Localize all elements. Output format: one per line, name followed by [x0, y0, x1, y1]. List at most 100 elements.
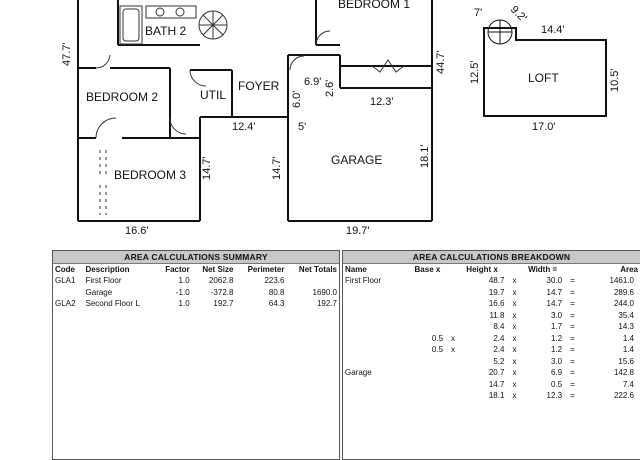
dim-5: 5' [298, 121, 306, 133]
table-cell: 2062.8 [208, 276, 234, 286]
table-cell: = [570, 379, 575, 389]
table-cell: x [451, 345, 456, 355]
table-cell: 8.4 [493, 322, 505, 332]
table-cell: x [512, 276, 517, 286]
table-cell: x [512, 368, 517, 378]
room-label-bedroom3: BEDROOM 3 [114, 168, 186, 182]
table-cell: 20.7 [488, 368, 505, 378]
room-label-bedroom2: BEDROOM 2 [86, 90, 158, 104]
table-cell: 16.6 [488, 299, 505, 309]
dim-14-7-b: 14.7' [271, 156, 283, 180]
table-cell: 19.7 [488, 287, 505, 297]
dim-14-7-a: 14.7' [201, 156, 213, 180]
table-cell: 64.3 [268, 299, 285, 309]
dim-19-7: 19.7' [346, 225, 370, 237]
dim-right-height: 44.7' [435, 50, 447, 74]
table-cell: 192.7 [316, 299, 337, 309]
table-cell [449, 367, 464, 379]
table-cell: x [512, 322, 517, 332]
table-cell: 30.0 [546, 276, 563, 286]
column-header: Factor [165, 265, 190, 274]
table-cell: 12.3 [546, 391, 563, 401]
table-cell: 14.7 [546, 287, 563, 297]
table-cell: 11.8 [489, 310, 505, 320]
table-cell: 2.4 [493, 345, 505, 355]
dim-12-3: 12.3' [370, 96, 394, 108]
table-cell: 1.2 [550, 345, 563, 355]
table-cell [413, 310, 450, 322]
table-cell: First Floor [345, 276, 381, 286]
table-cell: 7.4 [622, 379, 634, 389]
area-breakdown-table: Name Base x Height x Width = Area First … [343, 264, 640, 402]
table-cell: 14.7 [488, 379, 505, 389]
table-cell [343, 379, 413, 391]
table-cell: -1.0 [175, 287, 190, 297]
table-cell: Second Floor L [85, 299, 140, 309]
table-cell: 1461.0 [609, 276, 634, 286]
table-cell: 222.6 [613, 391, 634, 401]
table-cell: 1690.0 [312, 287, 337, 297]
table-cell: 35.4 [618, 310, 634, 320]
table-cell: 14.7 [546, 299, 563, 309]
column-header: Height x [466, 265, 498, 274]
table-cell [449, 379, 464, 391]
table-row: 19.7 x 14.7 = 289.6 [343, 287, 640, 299]
table-cell: x [512, 356, 517, 366]
dimension-labels: 47.7' 44.7' 6.9' 2.6' 6.0' 12.3' 12.4' 5… [61, 4, 621, 237]
table-cell: 5.2 [493, 356, 505, 366]
dim-18-1: 18.1' [419, 144, 431, 168]
walls [77, 0, 433, 222]
area-summary-table: Code Description Factor Net Size Perimet… [53, 264, 339, 310]
table-cell: 3.0 [550, 356, 563, 366]
table-cell [286, 275, 339, 287]
table-cell: 6.9 [550, 368, 563, 378]
dim-loft-14-4: 14.4' [541, 24, 565, 36]
dim-loft-7: 7' [474, 7, 482, 19]
table-cell: -372.8 [210, 287, 234, 297]
room-labels: BEDROOM 1 BATH 2 BEDROOM 2 UTIL FOYER BE… [86, 0, 559, 182]
table-cell: 0.5 [431, 345, 444, 355]
table-cell [449, 275, 464, 287]
table-cell: = [570, 299, 575, 309]
table-cell: = [570, 310, 575, 320]
table-cell: = [570, 356, 575, 366]
table-cell: 48.7 [488, 276, 505, 286]
table-cell [343, 287, 413, 299]
dim-2-6: 2.6' [324, 80, 336, 97]
table-cell [53, 287, 84, 299]
table-cell: 289.6 [613, 287, 634, 297]
table-cell: x [512, 299, 517, 309]
area-summary-panel: AREA CALCULATIONS SUMMARY Code Descripti… [52, 250, 340, 460]
table-cell: = [570, 368, 575, 378]
table-cell: x [512, 379, 517, 389]
table-cell [413, 298, 450, 310]
table-cell: 15.6 [618, 356, 634, 366]
table-cell: x [512, 310, 517, 320]
table-cell [449, 310, 464, 322]
table-cell: 3.0 [550, 310, 563, 320]
dim-left-height: 47.7' [61, 42, 73, 66]
table-cell: GLA2 [55, 299, 76, 309]
column-header: Code [55, 265, 75, 274]
room-label-garage: GARAGE [331, 153, 382, 167]
column-header: Perimeter [247, 265, 285, 274]
table-cell: x [512, 287, 517, 297]
room-label-loft: LOFT [528, 71, 559, 85]
table-cell [343, 310, 413, 322]
table-header-row: Code Description Factor Net Size Perimet… [53, 264, 339, 275]
table-cell: x [512, 391, 517, 401]
room-label-bedroom1: BEDROOM 1 [338, 0, 410, 11]
table-cell: 1.0 [178, 299, 190, 309]
breakdown-body: First Floor 48.7 x 30.0 = 1461.0 19.7 x 14.7 = 289… [343, 275, 640, 402]
table-cell: 0.5 [550, 379, 563, 389]
fixtures [95, 5, 405, 215]
table-cell: x [512, 333, 517, 343]
column-header: Width = [528, 265, 558, 274]
table-cell: Garage [85, 287, 113, 297]
table-cell: x [512, 345, 517, 355]
table-cell: = [570, 287, 575, 297]
